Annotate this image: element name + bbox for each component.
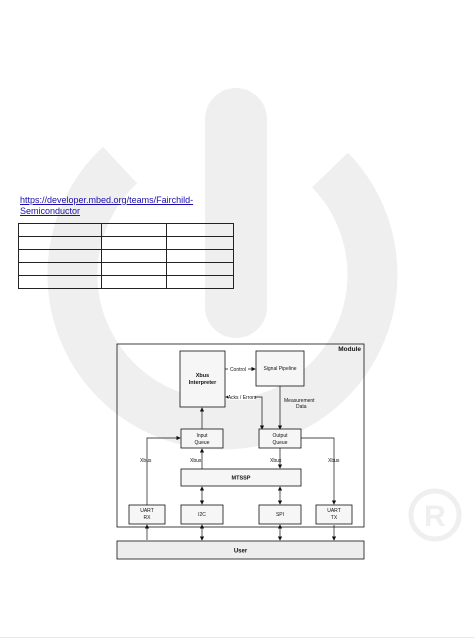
uart-rx-label-2: RX [144,515,152,521]
measurement-data-label-1: Measurement [284,398,315,404]
table-row [18,249,234,263]
uart-rx-to-input-arrow [146,435,181,505]
table-row [18,275,234,289]
uart-tx-block [315,504,353,525]
i2c-label: I2C [198,512,206,518]
xbus-interpreter-label-1: Xbus [196,373,209,379]
uart-rx-label-1: UART [140,508,154,514]
page-bottom-divider [0,637,474,638]
link-line-1[interactable]: https://developer.mbed.org/teams/Fairchi… [20,195,194,205]
output-queue-label-1: Output [272,433,288,439]
mtssp-block [180,468,302,487]
user-block [116,540,365,560]
interpreter-to-output-line [256,396,265,430]
spi-label: SPI [276,512,284,518]
uart-tx-label-2: TX [331,515,338,521]
module-label: Module [338,346,361,353]
mtssp-label: MTSSP [232,476,251,482]
user-label: User [234,549,248,555]
xbus-interpreter-block [179,350,226,408]
empty-table [18,223,234,289]
acks-errors-label: Acks / Errors [228,395,257,401]
fairchild-developer-link[interactable]: https://developer.mbed.org/teams/Fairchi… [20,184,250,217]
output-to-uart-tx-arrow [301,437,337,505]
output-queue-label-2: Queue [272,440,287,446]
signal-pipeline-label: Signal Pipeline [263,366,296,372]
input-queue-label-1: Input [196,433,208,439]
table-row [18,262,234,276]
spi-block [258,504,302,525]
xbus-label-uart-tx: Xbus [328,458,340,464]
i2c-block [180,504,224,525]
registered-mark-icon: R [408,488,462,542]
signal-pipeline-block [255,350,305,387]
svg-text:R: R [424,500,446,533]
xbus-label-uart-rx: Xbus [140,458,152,464]
measurement-data-label-2: Data [296,404,307,410]
xbus-label-output: Xbus [270,458,282,464]
module-boundary [116,343,365,528]
control-label: Control [230,367,246,373]
xbus-interpreter-label-2: Interpreter [189,380,217,386]
xbus-label-input: Xbus [190,458,202,464]
input-queue-label-2: Queue [194,440,209,446]
link-line-2[interactable]: Semiconductor [20,206,81,216]
table-row [18,236,234,250]
uart-tx-label-1: UART [327,508,341,514]
